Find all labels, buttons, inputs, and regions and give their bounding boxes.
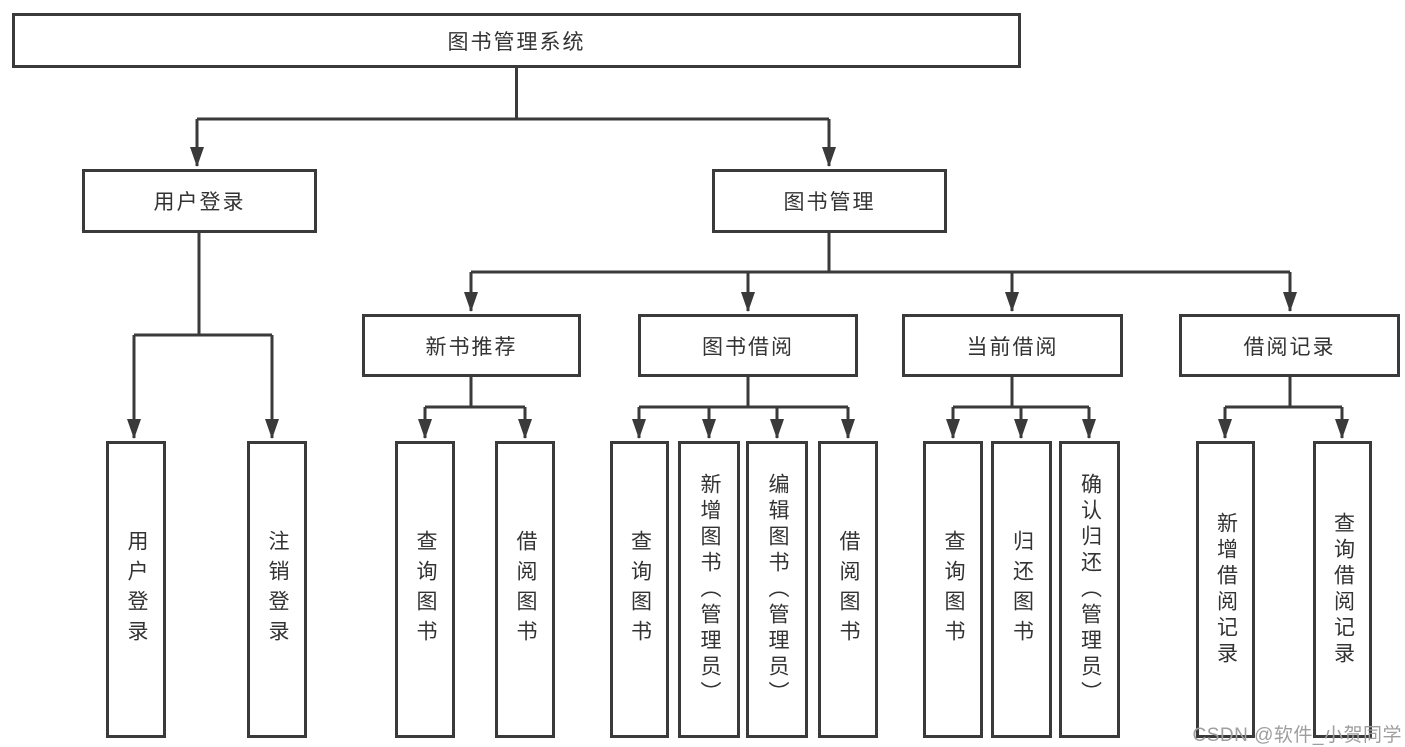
node-new-book-recommend-label: 新书推荐 bbox=[425, 335, 518, 359]
leaf-confirm-return-admin-label: 确认归还（管理员） bbox=[1078, 472, 1102, 707]
node-root-label: 图书管理系统 bbox=[447, 30, 586, 54]
leaf-add-book-admin: 新增图书（管理员） bbox=[678, 441, 740, 738]
node-new-book-recommend: 新书推荐 bbox=[362, 314, 581, 377]
leaf-user-login: 用户登录 bbox=[106, 441, 166, 738]
leaf-add-borrow-record: 新增借阅记录 bbox=[1196, 441, 1255, 738]
leaf-add-borrow-record-label: 新增借阅记录 bbox=[1214, 511, 1238, 668]
leaf-query-books-1: 查询图书 bbox=[395, 441, 455, 738]
node-root: 图书管理系统 bbox=[12, 13, 1021, 68]
node-book-management: 图书管理 bbox=[712, 169, 947, 233]
node-book-borrow-label: 图书借阅 bbox=[702, 335, 794, 359]
leaf-return-book-label: 归还图书 bbox=[1010, 529, 1034, 650]
leaf-edit-book-admin: 编辑图书（管理员） bbox=[746, 441, 808, 738]
leaf-query-books-2: 查询图书 bbox=[610, 441, 669, 738]
leaf-query-books-2-label: 查询图书 bbox=[628, 529, 652, 650]
leaf-borrow-books-2: 借阅图书 bbox=[818, 441, 878, 738]
leaf-logout: 注销登录 bbox=[247, 441, 307, 738]
leaf-logout-label: 注销登录 bbox=[266, 529, 289, 650]
node-user-login-label: 用户登录 bbox=[153, 191, 246, 214]
connector-arrows bbox=[127, 119, 1349, 439]
node-book-management-label: 图书管理 bbox=[783, 191, 876, 214]
node-book-borrow: 图书借阅 bbox=[638, 314, 858, 377]
leaf-query-borrow-record: 查询借阅记录 bbox=[1313, 441, 1372, 738]
leaf-confirm-return-admin: 确认归还（管理员） bbox=[1059, 441, 1120, 738]
leaf-return-book: 归还图书 bbox=[991, 441, 1052, 738]
connector-trunks bbox=[134, 68, 1342, 409]
leaf-query-books-3-label: 查询图书 bbox=[942, 529, 965, 650]
leaf-user-login-label: 用户登录 bbox=[125, 529, 148, 650]
leaf-borrow-books-1: 借阅图书 bbox=[495, 441, 555, 738]
leaf-query-books-3: 查询图书 bbox=[923, 441, 983, 738]
watermark: CSDN @软件_小贺同学 bbox=[1192, 725, 1402, 746]
leaf-borrow-books-2-label: 借阅图书 bbox=[837, 529, 860, 650]
node-current-borrow-label: 当前借阅 bbox=[966, 335, 1059, 359]
leaf-add-book-admin-label: 新增图书（管理员） bbox=[698, 472, 721, 707]
leaf-query-books-1-label: 查询图书 bbox=[414, 529, 437, 650]
node-borrow-records-label: 借阅记录 bbox=[1243, 335, 1336, 359]
node-borrow-records: 借阅记录 bbox=[1179, 314, 1400, 377]
leaf-query-borrow-record-label: 查询借阅记录 bbox=[1331, 511, 1355, 668]
node-current-borrow: 当前借阅 bbox=[902, 314, 1123, 377]
leaf-edit-book-admin-label: 编辑图书（管理员） bbox=[766, 472, 789, 707]
node-user-login: 用户登录 bbox=[82, 169, 317, 233]
leaf-borrow-books-1-label: 借阅图书 bbox=[514, 529, 537, 650]
